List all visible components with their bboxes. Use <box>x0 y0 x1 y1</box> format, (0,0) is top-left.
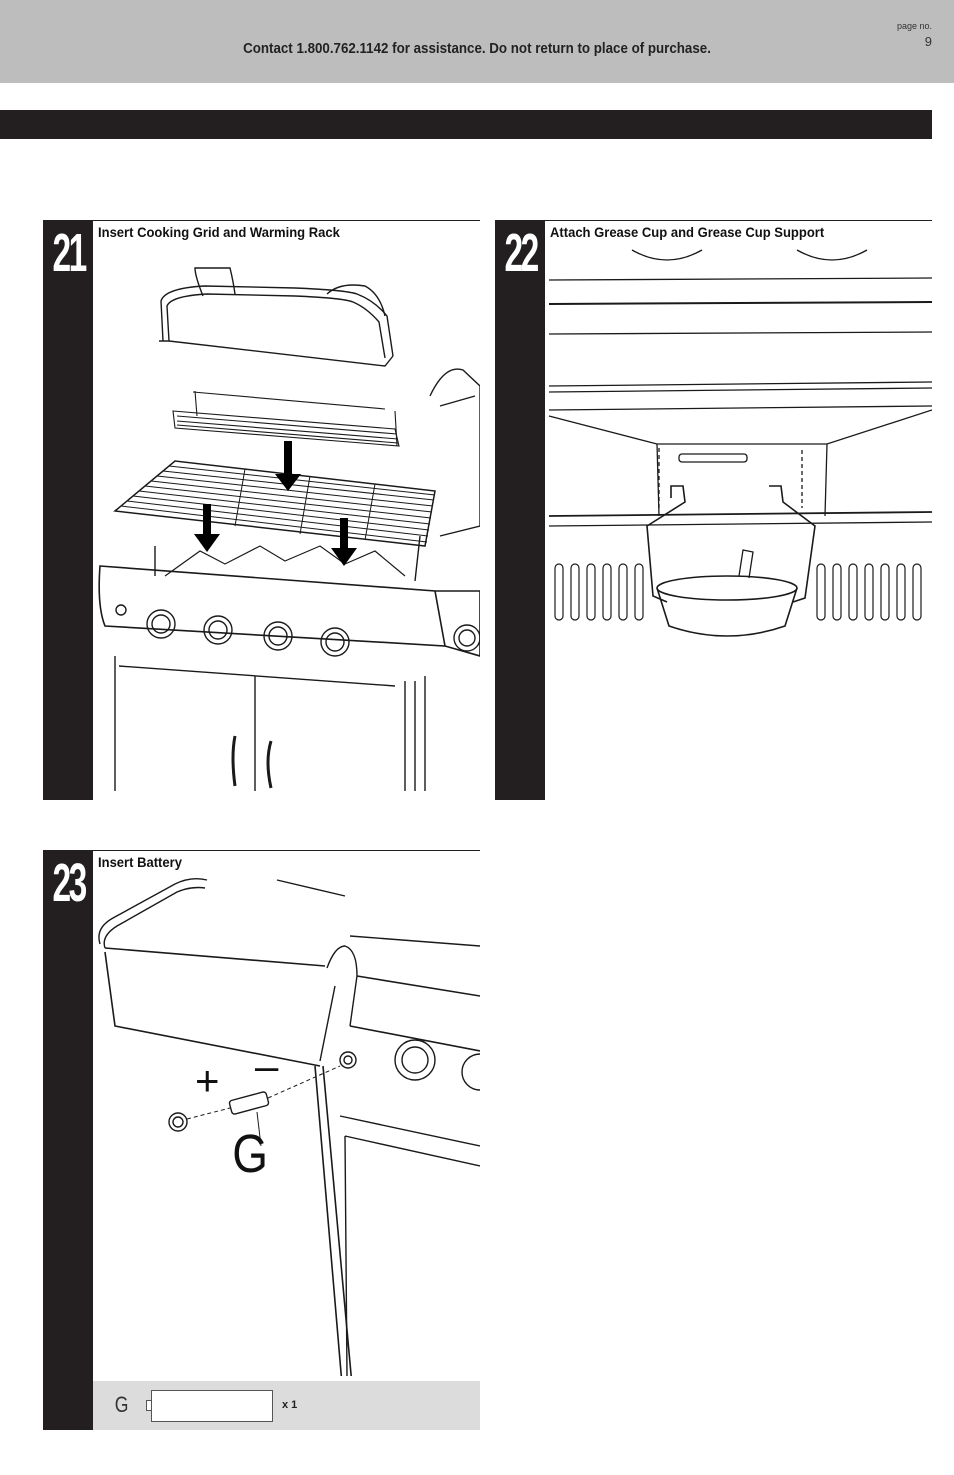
step-rule <box>93 220 480 221</box>
part-quantity: x 1 <box>282 1399 298 1411</box>
contact-notice: Contact 1.800.762.1142 for assistance. D… <box>243 41 711 57</box>
minus-sign: – <box>255 1050 279 1089</box>
step-22: 22 Attach Grease Cup and Grease Cup Supp… <box>495 220 932 800</box>
step-number: 23 <box>52 853 88 913</box>
step-title: Attach Grease Cup and Grease Cup Support <box>550 224 825 240</box>
step-title: Insert Battery <box>98 854 182 870</box>
section-bar <box>0 110 932 139</box>
header-bar: Contact 1.800.762.1142 for assistance. D… <box>0 0 954 83</box>
grease-cup-illustration <box>548 249 932 637</box>
parts-bar: G x 1 <box>93 1381 480 1430</box>
battery-labels: + – G <box>195 1050 279 1180</box>
step-number-column: 22 <box>495 220 545 800</box>
step-number: 22 <box>504 223 540 283</box>
step-number: 21 <box>52 223 88 283</box>
step-rule <box>545 220 932 221</box>
part-letter: G <box>114 1392 129 1417</box>
step-title: Insert Cooking Grid and Warming Rack <box>98 224 340 240</box>
step-number-column: 21 <box>43 220 93 800</box>
page-number-label: page no. <box>896 21 932 31</box>
step-21: 21 Insert Cooking Grid and Warming Rack <box>43 220 480 800</box>
grill-grid-illustration <box>98 267 480 791</box>
battery-illustration <box>96 877 480 1376</box>
step-23: 23 Insert Battery + – G G <box>43 850 480 1430</box>
plus-sign: + <box>195 1057 220 1104</box>
step-rule <box>93 850 480 851</box>
battery-icon <box>151 1390 273 1422</box>
arrow-icons <box>194 441 357 566</box>
part-callout: G <box>232 1124 268 1180</box>
step-number-column: 23 <box>43 850 93 1430</box>
page-number: 9 <box>924 34 932 49</box>
